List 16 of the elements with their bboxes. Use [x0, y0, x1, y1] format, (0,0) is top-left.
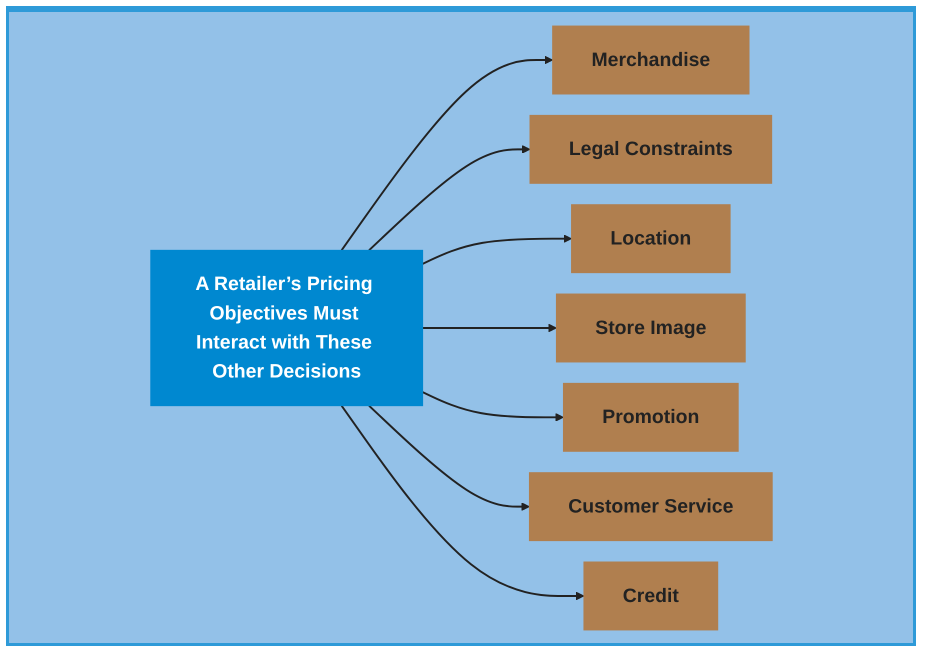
- node-box: [570, 204, 730, 273]
- node-box: [582, 561, 718, 630]
- node-box: [528, 472, 772, 541]
- arrow: [422, 323, 556, 332]
- node-box: [150, 249, 423, 406]
- arrow: [368, 404, 530, 510]
- node-box: [552, 25, 749, 94]
- arrow: [340, 55, 553, 250]
- arrow: [340, 404, 584, 600]
- node-box: [555, 293, 746, 362]
- node-box: [529, 114, 772, 184]
- diagram: Merchandise Legal Constraints Location A Retailer’s Pricing Objectives Must Interact with These Other Decisions Store Image Promotion Customer Service Credit: [142, 18, 780, 638]
- arrow: [422, 234, 572, 264]
- arrow: [422, 390, 564, 422]
- node-box: [562, 382, 738, 452]
- arrow: [368, 144, 530, 251]
